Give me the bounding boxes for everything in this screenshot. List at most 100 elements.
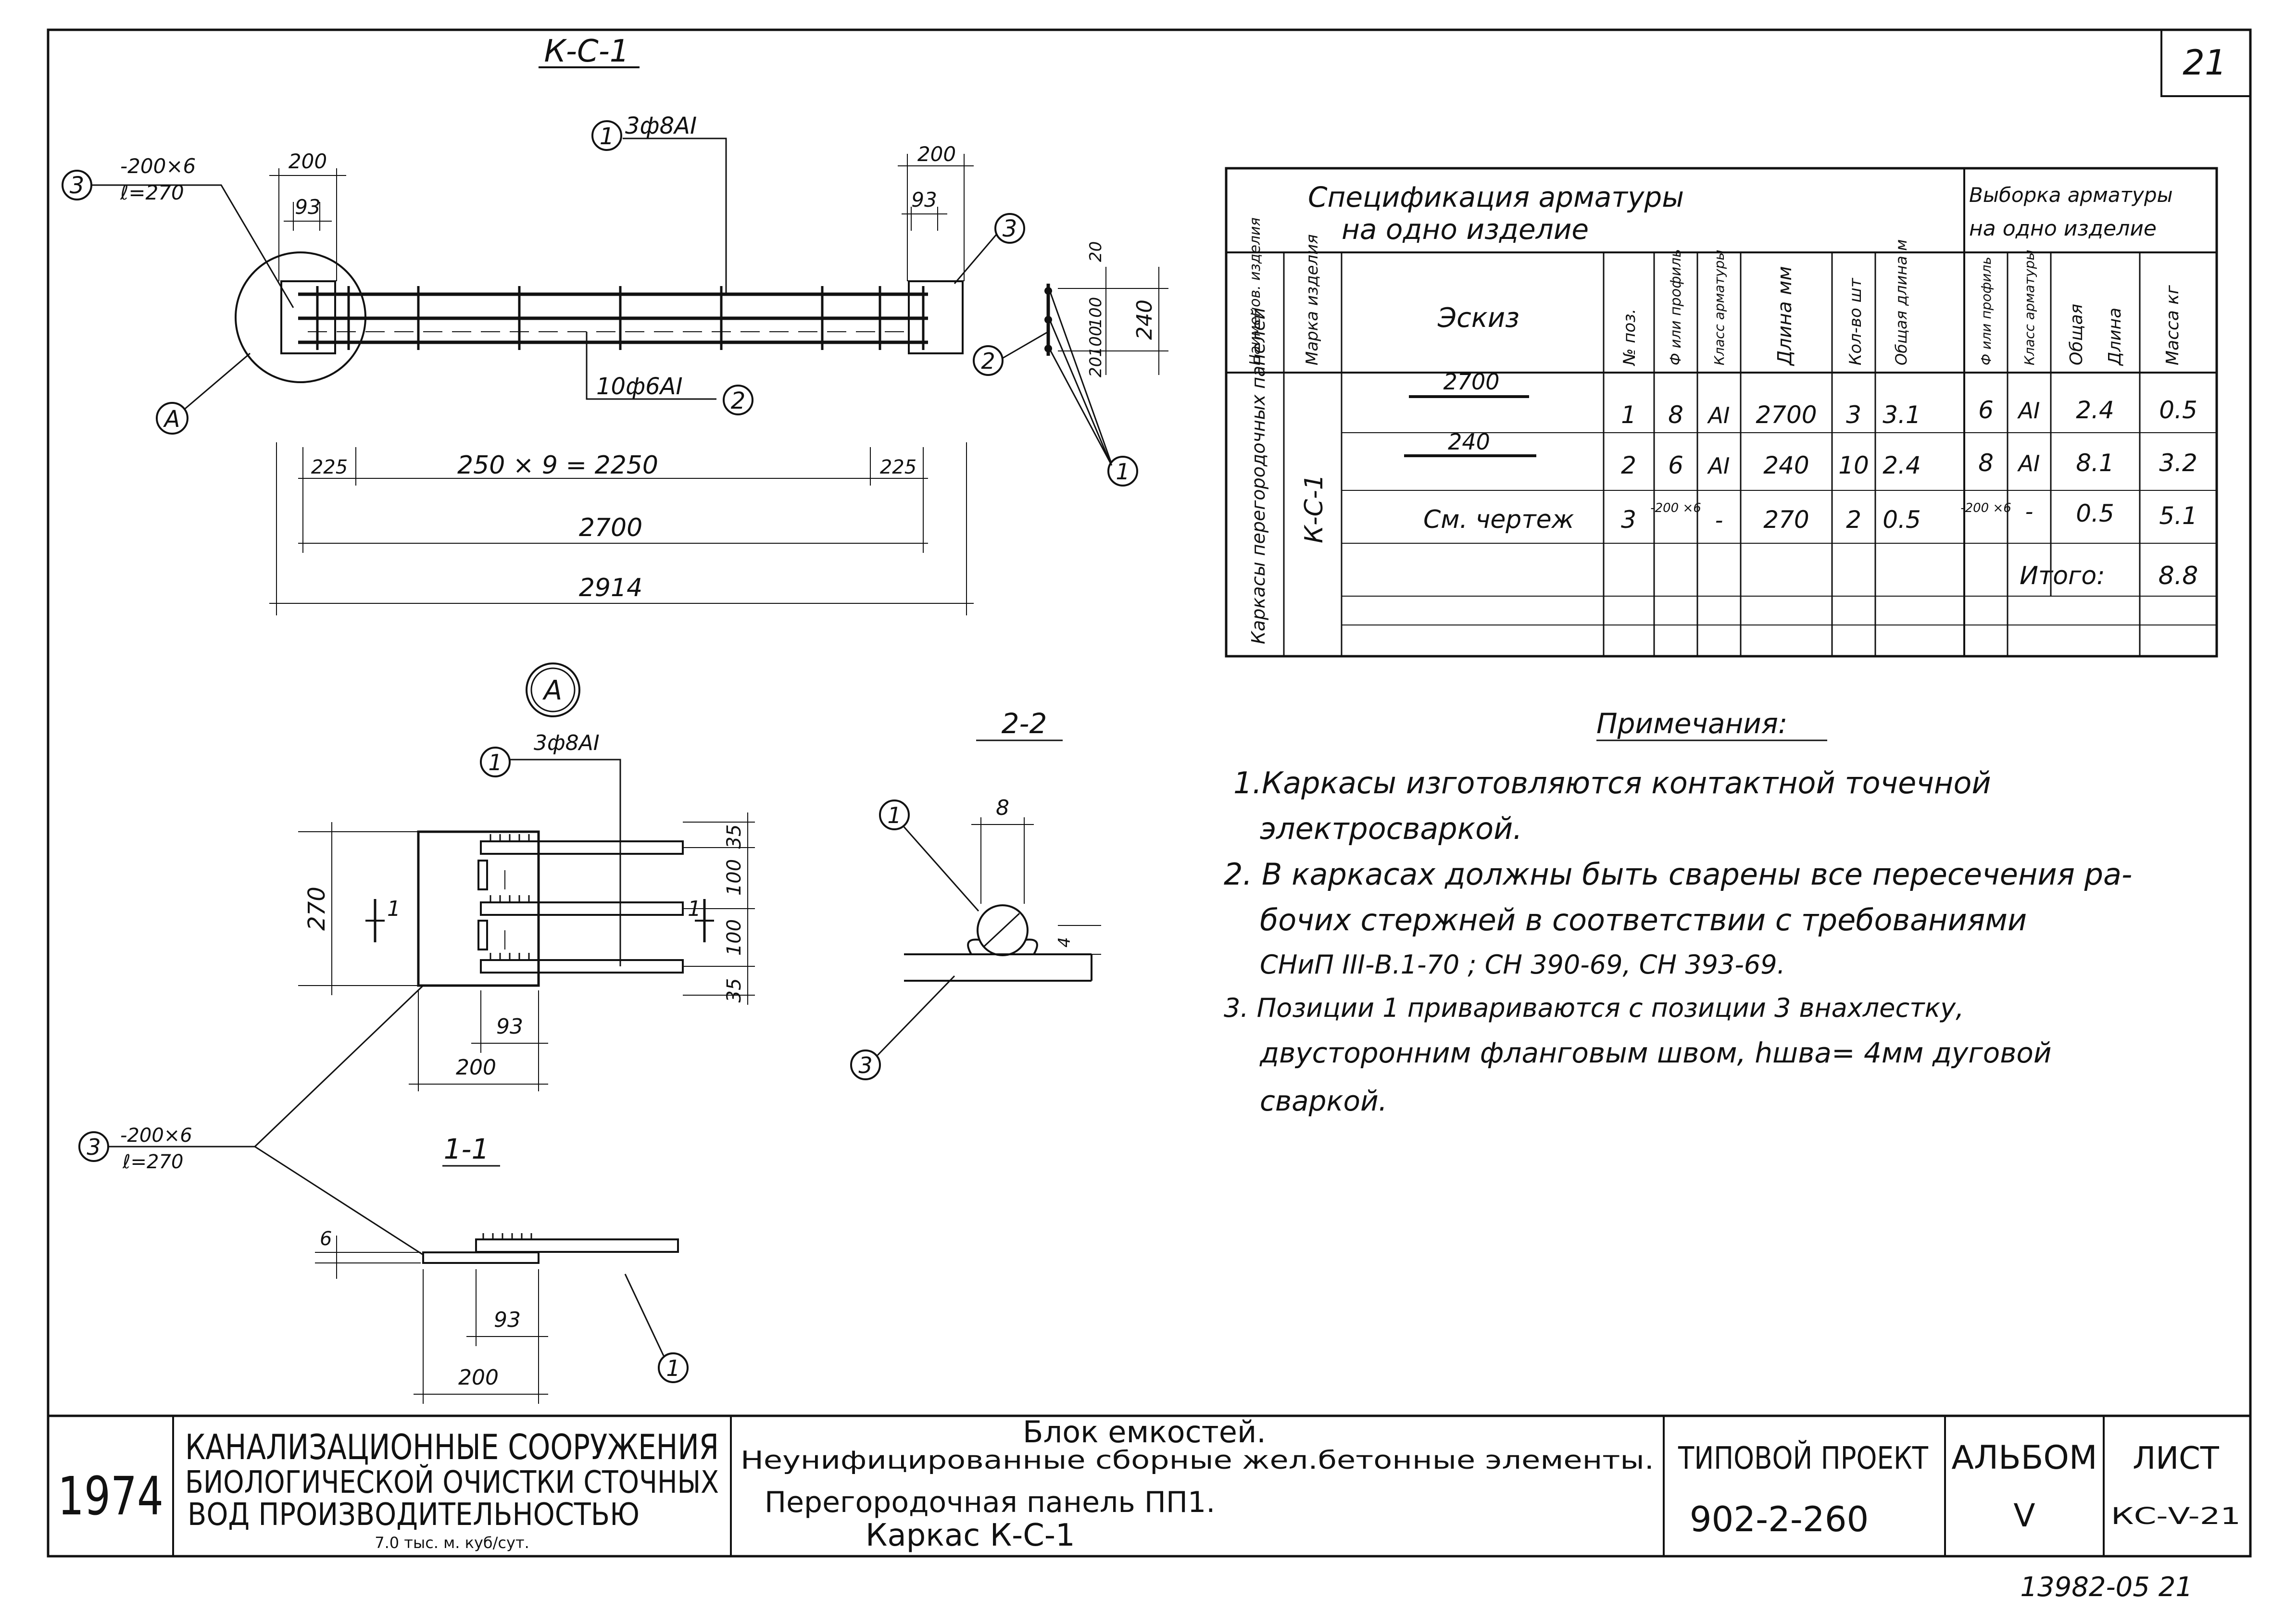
tb-org-4: 7.0 тыс. м. куб/сут.	[375, 1534, 529, 1552]
svg-text:35: 35	[723, 824, 745, 849]
svg-text:93: 93	[494, 1308, 521, 1332]
callout-pos2: 2	[731, 387, 746, 414]
detail-a-label: А	[542, 675, 562, 706]
note-line: сваркой.	[1260, 1085, 1387, 1117]
svg-text:0.5: 0.5	[2159, 396, 2197, 424]
spec-title-2: на одно изделие	[1342, 213, 1589, 246]
dim-2700: 2700	[579, 513, 642, 542]
svg-text:1: 1	[1621, 401, 1636, 429]
spec-row: 2700 1 8 АI 2700 3 3.1 6 АI 2.4 0.5	[1409, 369, 2197, 429]
svg-text:АI: АI	[2017, 450, 2040, 476]
svg-text:-: -	[2025, 499, 2034, 525]
svg-text:20: 20	[1086, 241, 1105, 262]
svg-text:Класс арматуры: Класс арматуры	[1711, 250, 1727, 365]
note-line: 1.Каркасы изготовляются контактной точеч…	[1233, 765, 1991, 800]
sel-title-1: Выборка арматуры	[1969, 183, 2173, 207]
svg-text:-200 ×6: -200 ×6	[1650, 501, 1701, 515]
tb-desc-4: Каркас К-С-1	[866, 1518, 1075, 1553]
svg-text:3: 3	[858, 1052, 872, 1078]
tb-album-label: АЛЬБОМ	[1951, 1439, 2097, 1477]
spec-total-label: Итого:	[2020, 562, 2105, 590]
svg-text:1: 1	[387, 897, 401, 921]
svg-text:6: 6	[1978, 396, 1994, 424]
tb-sheet-code: КС-V-21	[2111, 1503, 2241, 1530]
svg-text:-200×6: -200×6	[120, 154, 196, 178]
svg-text:Длина мм: Длина мм	[1774, 266, 1796, 366]
tb-year: 1974	[58, 1465, 163, 1527]
svg-text:-: -	[1715, 507, 1723, 533]
tb-desc-1: Блок емкостей.	[1023, 1414, 1266, 1449]
dim-spacing: 250 × 9 = 2250	[457, 451, 658, 480]
title-block: 1974 КАНАЛИЗАЦИОННЫЕ СООРУЖЕНИЯ БИОЛОГИЧ…	[48, 1414, 2250, 1556]
svg-text:20: 20	[1086, 357, 1105, 377]
svg-text:200: 200	[456, 1055, 496, 1080]
footer-code: 13982-05 21	[2020, 1572, 2193, 1603]
svg-text:200: 200	[917, 142, 956, 166]
tb-desc-2: Неунифицированные сборные жел.бетонные э…	[741, 1446, 1654, 1475]
svg-text:8: 8	[1978, 449, 1994, 477]
svg-text:1: 1	[666, 1355, 680, 1381]
tb-desc-3: Перегородочная панель ПП1.	[765, 1486, 1215, 1519]
svg-text:5.1: 5.1	[2159, 502, 2197, 530]
svg-text:2700: 2700	[1756, 401, 1817, 429]
svg-text:10: 10	[1838, 451, 1869, 479]
note-line: двусторонним фланговым швом, hшва= 4мм д…	[1259, 1037, 2052, 1069]
svg-text:240: 240	[1763, 451, 1809, 479]
note-line: СНиП III-В.1-70 ; СН 390-69, СН 393-69.	[1260, 949, 1785, 980]
callout-pos3-right: 3	[1003, 215, 1017, 242]
svg-text:1: 1	[1116, 459, 1130, 485]
svg-text:2: 2	[1846, 506, 1861, 534]
notes: Примечания: 1.Каркасы изготовляются конт…	[1224, 707, 2132, 1117]
sheet-number-box	[2160, 30, 2250, 97]
sheet-border	[47, 28, 2252, 1558]
svg-text:3.1: 3.1	[1883, 401, 1921, 429]
svg-text:2.4: 2.4	[2076, 396, 2114, 424]
svg-text:Масса кг: Масса кг	[2163, 285, 2183, 365]
main-view: К-С-1 1 3ф8АI 10ф6АI	[62, 34, 1025, 615]
tb-org-1: КАНАЛИЗАЦИОННЫЕ СООРУЖЕНИЯ	[185, 1427, 719, 1467]
note-line: электросваркой.	[1260, 811, 1522, 846]
svg-text:1: 1	[488, 750, 502, 775]
svg-text:Длина: Длина	[2105, 308, 2125, 366]
tb-project-number: 902-2-260	[1690, 1499, 1869, 1539]
svg-text:6: 6	[1668, 451, 1683, 479]
callout-pos1: 1	[600, 123, 615, 150]
svg-text:6: 6	[320, 1228, 332, 1250]
spec-item-mark: К-С-1	[1300, 474, 1329, 543]
svg-text:3: 3	[1846, 401, 1861, 429]
spec-item-name: Каркасы перегородочных панелей	[1248, 308, 1269, 644]
svg-text:240: 240	[1448, 429, 1490, 455]
svg-text:Наименов. изделия: Наименов. изделия	[1247, 217, 1264, 365]
svg-text:35: 35	[723, 978, 745, 1003]
notes-title: Примечания:	[1596, 707, 1787, 740]
svg-text:100: 100	[1086, 326, 1105, 357]
section-22-title: 2-2	[1002, 707, 1047, 740]
svg-text:270: 270	[303, 887, 330, 931]
svg-text:8: 8	[1668, 401, 1683, 429]
svg-text:3: 3	[1621, 506, 1636, 534]
side-view: 20 100 100 20 240 2 1	[973, 241, 1168, 487]
tb-sheet-label: ЛИСТ	[2133, 1441, 2220, 1476]
svg-text:Ф или профиль: Ф или профиль	[1668, 249, 1684, 365]
svg-text:3ф8АI: 3ф8АI	[534, 731, 600, 755]
svg-text:ℓ=270: ℓ=270	[120, 181, 184, 204]
svg-text:АI: АI	[2017, 398, 2040, 424]
svg-text:2: 2	[1621, 451, 1636, 479]
callout-pos3-lower: 3	[87, 1134, 100, 1160]
svg-text:8.1: 8.1	[2076, 449, 2114, 477]
svg-text:Кол-во шт: Кол-во шт	[1846, 277, 1865, 365]
svg-text:100: 100	[1086, 297, 1105, 328]
dim-2914: 2914	[579, 574, 642, 602]
section-11-title: 1-1	[444, 1133, 490, 1165]
svg-text:Эскиз: Эскиз	[1437, 302, 1519, 334]
note-line: 2. В каркасах должны быть сварены все пе…	[1224, 857, 2132, 892]
svg-text:См. чертеж: См. чертеж	[1423, 505, 1574, 534]
svg-text:270: 270	[1763, 506, 1809, 534]
callout-pos3-left: 3	[70, 172, 85, 199]
svg-text:2700: 2700	[1443, 369, 1499, 395]
spec-title-1: Спецификация арматуры	[1308, 181, 1684, 213]
svg-text:Ф или профиль: Ф или профиль	[1978, 257, 1994, 365]
svg-text:0.5: 0.5	[2076, 500, 2114, 527]
svg-text:Марка изделия: Марка изделия	[1303, 234, 1322, 365]
